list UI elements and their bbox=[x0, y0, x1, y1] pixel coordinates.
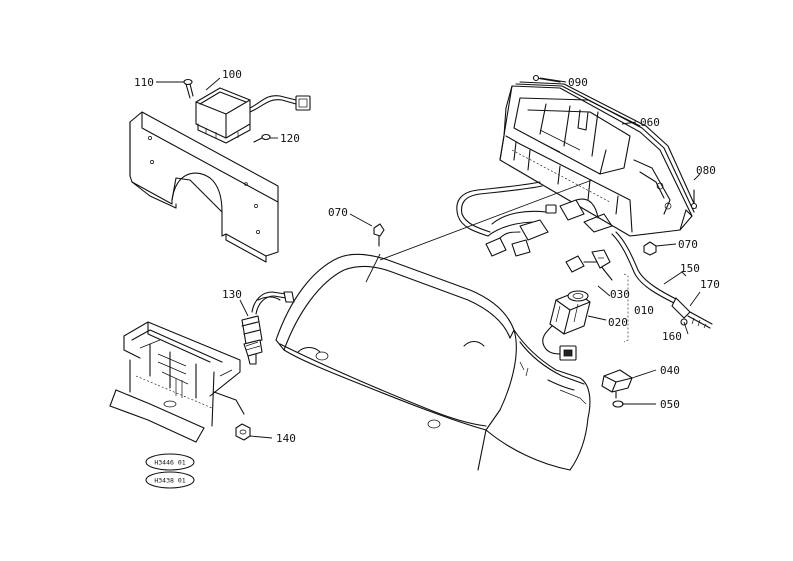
stamp-top-text: H3446 01 bbox=[154, 459, 185, 467]
nut-070-right bbox=[643, 241, 657, 256]
stamp-top: H3446 01 bbox=[145, 453, 195, 471]
relay-unit bbox=[195, 87, 311, 144]
bolt-110 bbox=[183, 78, 194, 99]
mounting-bracket bbox=[129, 111, 279, 263]
sender-130 bbox=[241, 291, 295, 365]
callout-010: 010 bbox=[634, 304, 654, 317]
callout-060: 060 bbox=[640, 116, 660, 129]
callout-120: 120 bbox=[280, 132, 300, 145]
instrument-cluster bbox=[499, 81, 697, 237]
key-switch bbox=[542, 290, 591, 361]
front-frame bbox=[109, 321, 245, 443]
callout-110: 110 bbox=[134, 76, 154, 89]
clip-050 bbox=[612, 400, 624, 408]
callout-090: 090 bbox=[568, 76, 588, 89]
cable-150 bbox=[611, 231, 713, 329]
stamp-bottom-text: H3438 01 bbox=[154, 477, 185, 485]
callout-labels: 110 100 120 090 060 080 070 070 150 170 … bbox=[134, 68, 720, 445]
callout-030: 030 bbox=[610, 288, 630, 301]
stamp-bottom: H3438 01 bbox=[145, 471, 195, 489]
callout-160: 160 bbox=[662, 330, 682, 343]
callout-020: 020 bbox=[608, 316, 628, 329]
callout-140: 140 bbox=[276, 432, 296, 445]
screw-090 bbox=[532, 74, 561, 83]
callout-080: 080 bbox=[696, 164, 716, 177]
callout-070-left: 070 bbox=[328, 206, 348, 219]
screw-080 bbox=[690, 189, 698, 210]
callout-070-right: 070 bbox=[678, 238, 698, 251]
nut-140 bbox=[235, 423, 251, 441]
callout-130: 130 bbox=[222, 288, 242, 301]
wire-harness bbox=[456, 181, 613, 257]
hood-panel bbox=[275, 253, 591, 471]
callout-170: 170 bbox=[700, 278, 720, 291]
callout-150: 150 bbox=[680, 262, 700, 275]
ignition-key bbox=[565, 249, 613, 281]
callout-100: 100 bbox=[222, 68, 242, 81]
fastener-070-left bbox=[373, 223, 385, 247]
leader-lines bbox=[156, 77, 701, 439]
callout-040: 040 bbox=[660, 364, 680, 377]
screw-120 bbox=[253, 133, 271, 143]
callout-050: 050 bbox=[660, 398, 680, 411]
connector-040 bbox=[601, 369, 633, 399]
